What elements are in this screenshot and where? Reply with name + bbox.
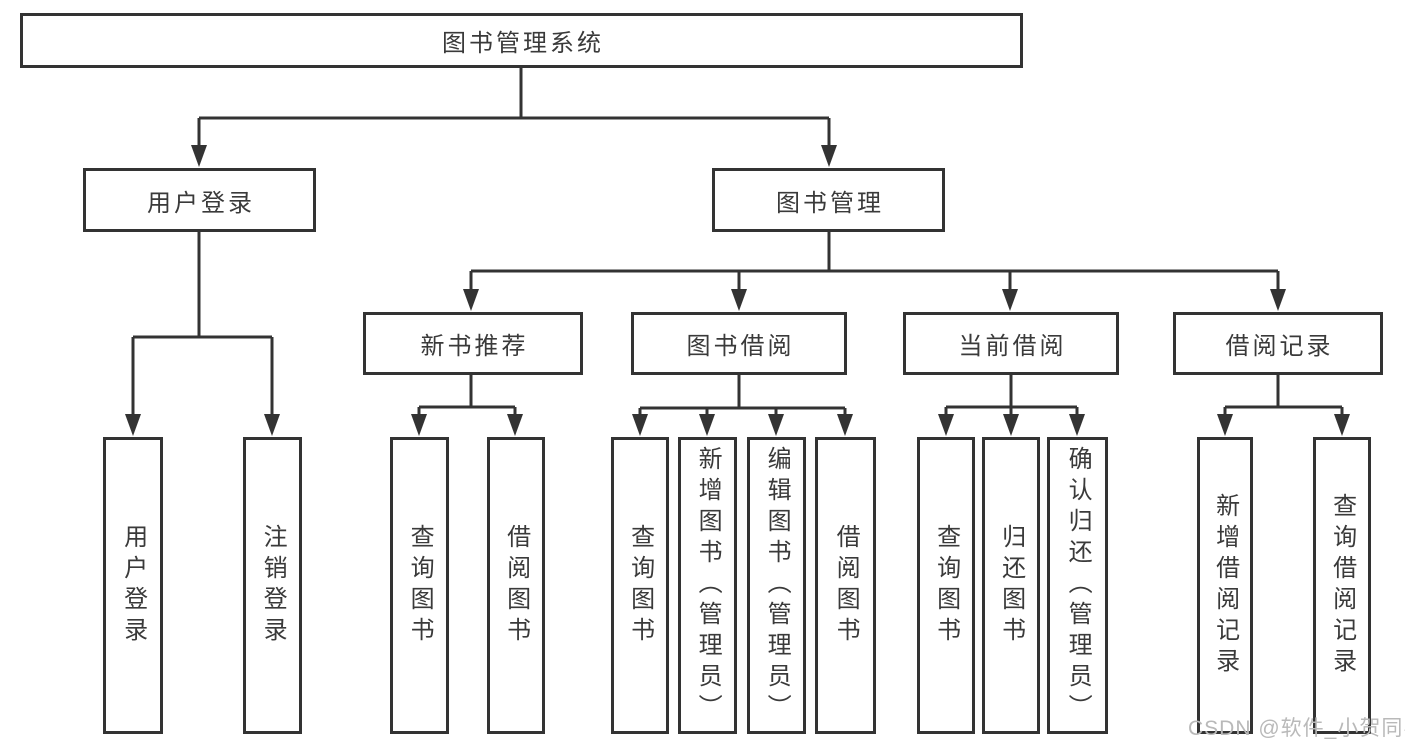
- node-current-borrowing: 当前借阅: [903, 312, 1119, 375]
- leaf-query-books-borrowing: 查询图书: [611, 437, 669, 734]
- leaf-logout: 注销登录: [243, 437, 302, 734]
- leaf-add-books-admin: 新增图书（管理员）: [678, 437, 737, 734]
- arrowhead: [731, 289, 747, 311]
- leaf-return-books: 归还图书: [982, 437, 1040, 734]
- node-new-book-recommendation: 新书推荐: [363, 312, 583, 375]
- arrowhead: [938, 414, 954, 436]
- leaf-confirm-return-admin: 确认归还（管理员）: [1047, 437, 1108, 734]
- arrowhead: [1334, 414, 1350, 436]
- leaf-query-books-recommend: 查询图书: [390, 437, 449, 734]
- connector-root-to-level2: [191, 68, 837, 167]
- node-book-management: 图书管理: [712, 168, 945, 232]
- leaf-user-login: 用户登录: [103, 437, 163, 734]
- arrowhead: [1002, 289, 1018, 311]
- leaf-query-borrow-record: 查询借阅记录: [1313, 437, 1371, 734]
- connector-borrow-records-children: [1217, 375, 1350, 436]
- arrowhead: [1217, 414, 1233, 436]
- leaf-query-books-current: 查询图书: [917, 437, 975, 734]
- arrowhead: [125, 414, 141, 436]
- connector-book-mgmt-to-level3: [463, 232, 1286, 311]
- connector-user-login-children: [125, 232, 280, 436]
- connector-book-borrowing-children: [632, 375, 853, 436]
- leaf-add-borrow-record: 新增借阅记录: [1197, 437, 1253, 734]
- leaf-edit-books-admin: 编辑图书（管理员）: [747, 437, 806, 734]
- arrowhead: [411, 414, 427, 436]
- arrowhead: [837, 414, 853, 436]
- arrowhead: [632, 414, 648, 436]
- arrowhead: [821, 145, 837, 167]
- node-book-borrowing: 图书借阅: [631, 312, 847, 375]
- arrowhead: [1270, 289, 1286, 311]
- leaf-borrow-books-recommend: 借阅图书: [487, 437, 545, 734]
- csdn-watermark: CSDN @软件_小贺同学: [1188, 717, 1405, 740]
- arrowhead: [507, 414, 523, 436]
- connector-current-borrow-children: [938, 375, 1085, 436]
- arrowhead: [699, 414, 715, 436]
- arrowhead: [1069, 414, 1085, 436]
- arrowhead: [768, 414, 784, 436]
- node-user-login: 用户登录: [83, 168, 316, 232]
- connector-new-book-rec-children: [411, 375, 523, 436]
- arrowhead: [463, 289, 479, 311]
- node-library-management-system: 图书管理系统: [20, 13, 1023, 68]
- leaf-borrow-books-borrowing: 借阅图书: [815, 437, 876, 734]
- node-borrowing-records: 借阅记录: [1173, 312, 1383, 375]
- arrowhead: [191, 145, 207, 167]
- arrowhead: [1003, 414, 1019, 436]
- arrowhead: [264, 414, 280, 436]
